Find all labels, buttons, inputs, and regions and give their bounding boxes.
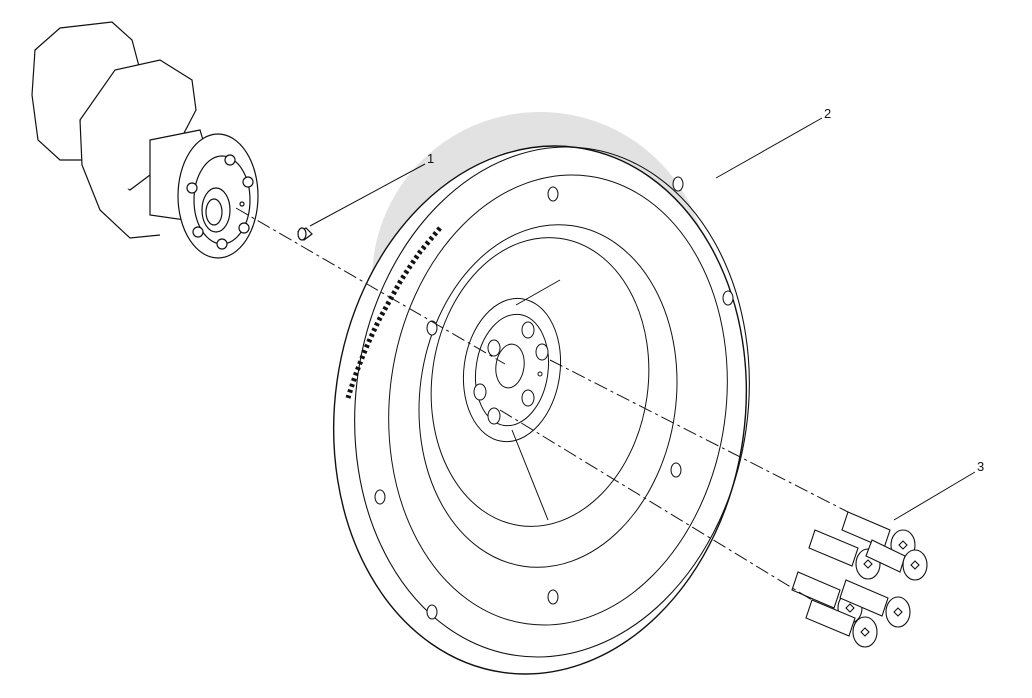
crankshaft: [31, 21, 259, 259]
callout-2: 2: [824, 106, 831, 121]
leader-line-3: [893, 471, 976, 521]
leader-lines: [309, 117, 976, 521]
flywheel-bolt-holes: [374, 176, 734, 620]
leader-line-1: [309, 163, 426, 227]
assembly-centerlines: [235, 207, 849, 601]
bolt: [805, 599, 878, 648]
dowel-pin: [297, 227, 313, 241]
hub-bolt-holes: [473, 321, 549, 425]
bolt: [839, 579, 911, 628]
bolt: [865, 539, 928, 581]
leader-line-2: [715, 117, 823, 179]
callout-3: 3: [977, 459, 984, 474]
flywheel: [332, 145, 750, 675]
callout-1: 1: [427, 151, 434, 166]
flywheel-bolts: [791, 511, 928, 648]
